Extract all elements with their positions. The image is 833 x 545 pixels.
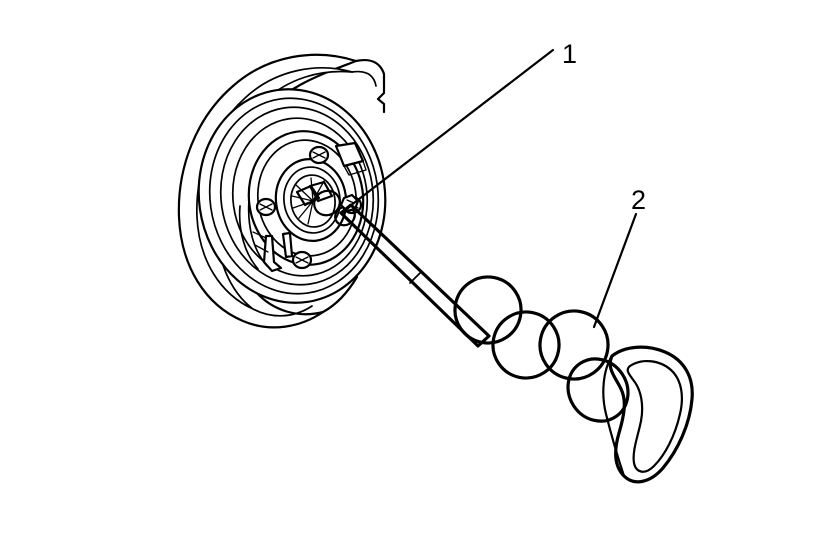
callout-2-label: 2	[631, 185, 646, 215]
slide-weight	[453, 275, 630, 423]
bolt-hole	[291, 250, 313, 270]
puller-shaft	[339, 203, 491, 348]
hub-sensor-tab	[334, 141, 367, 176]
ring-handle	[602, 345, 694, 484]
bolt-hole	[308, 145, 330, 165]
slide-weight-bulb	[453, 275, 523, 345]
slide-weight-bulb	[491, 310, 561, 380]
brake-shoe-hardware	[238, 199, 294, 273]
bolt-hole	[255, 197, 277, 217]
callout-1-label: 1	[562, 39, 577, 69]
slide-weight-bulb	[538, 309, 610, 381]
callout-2-leader	[592, 212, 638, 329]
callout-1-leader	[348, 48, 555, 208]
slide-weight-bulb	[566, 357, 630, 423]
callout-2: 2	[592, 185, 646, 329]
callout-1: 1	[348, 39, 577, 208]
